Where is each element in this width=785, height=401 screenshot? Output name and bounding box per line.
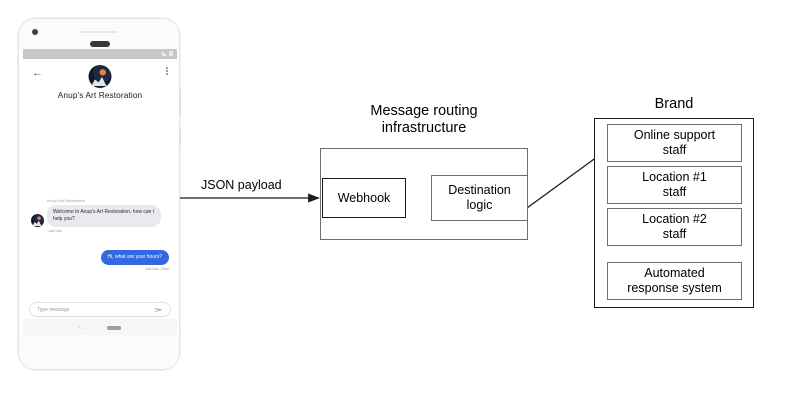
phone-screen: ← Anup's Art Restoration Anup's Art Rest… [23, 49, 177, 337]
avatar [31, 214, 44, 227]
status-bar-icons [162, 51, 173, 56]
nav-home-pill[interactable] [107, 326, 121, 330]
message-input[interactable]: Type message [37, 306, 70, 313]
node-webhook-label: Webhook [337, 190, 391, 205]
node-destination-logic[interactable]: Destination logic [431, 175, 528, 221]
message-composer[interactable]: Type message [29, 302, 171, 317]
phone-bottom-bezel [19, 335, 179, 369]
incoming-message-time: Just Now [48, 229, 62, 233]
incoming-bubble-row: Welcome to Anup's Art Restoration, how c… [31, 204, 161, 227]
node-destination-logic-label-line2: logic [466, 198, 493, 212]
brand-node-0-line2: staff [662, 143, 687, 157]
infrastructure-title-line2: infrastructure [381, 120, 467, 137]
message-sender-label: Anup's Art Restoration [47, 199, 85, 203]
volume-button[interactable] [178, 89, 181, 115]
kebab-menu-icon[interactable] [166, 67, 168, 75]
edge-label-json-payload: JSON payload [201, 178, 282, 192]
brand-node-location-1-staff[interactable]: Location #1 staff [607, 166, 742, 204]
brand-node-0-line1: Online support [633, 128, 716, 143]
brand-node-3-line1: Automated [644, 266, 705, 281]
back-arrow-icon[interactable]: ← [32, 67, 43, 79]
brand-node-1-line2: staff [662, 185, 687, 199]
brand-node-3-line2: response system [627, 281, 722, 295]
message-thread: Anup's Art Restoration Welcome to Anup's… [23, 117, 177, 293]
brand-node-1-line1: Location #1 [642, 170, 707, 185]
brand-node-automated-response-system[interactable]: Automated response system [607, 262, 742, 300]
incoming-message-text: Welcome to Anup's Art Restoration, how c… [47, 204, 161, 227]
nav-back-icon[interactable]: ‹ [79, 325, 81, 331]
business-avatar [88, 65, 112, 88]
node-destination-logic-label-line1: Destination [448, 183, 511, 198]
brand-title: Brand [654, 96, 694, 112]
brand-node-online-support-staff[interactable]: Online support staff [607, 124, 742, 162]
front-camera-icon [32, 29, 38, 35]
earpiece-speaker [90, 41, 110, 47]
message-incoming: Anup's Art Restoration Welcome to Anup's… [31, 199, 161, 233]
android-nav-bar: ‹ [23, 319, 177, 337]
message-outgoing: Hi, what are your hours? Just Now • Sent [100, 245, 169, 271]
brand-node-location-2-staff[interactable]: Location #2 staff [607, 208, 742, 246]
status-bar [23, 49, 177, 59]
phone-mockup: ← Anup's Art Restoration Anup's Art Rest… [18, 18, 181, 370]
node-webhook[interactable]: Webhook [322, 178, 406, 218]
infrastructure-title: Message routing infrastructure [320, 103, 528, 138]
send-icon[interactable] [154, 305, 163, 314]
business-name: Anup's Art Restoration [57, 90, 143, 100]
brand-node-2-line1: Location #2 [642, 212, 707, 227]
sensor-strip [79, 31, 117, 33]
brand-node-2-line2: staff [662, 227, 687, 241]
power-button[interactable] [178, 129, 181, 145]
infrastructure-title-line1: Message routing [370, 103, 478, 119]
signal-icon [162, 51, 167, 56]
outgoing-message-time: Just Now • Sent [145, 267, 169, 271]
chat-app-bar: ← Anup's Art Restoration [23, 59, 177, 117]
phone-top-bezel [19, 19, 179, 49]
battery-icon [169, 51, 173, 56]
outgoing-message-text: Hi, what are your hours? [100, 250, 169, 265]
